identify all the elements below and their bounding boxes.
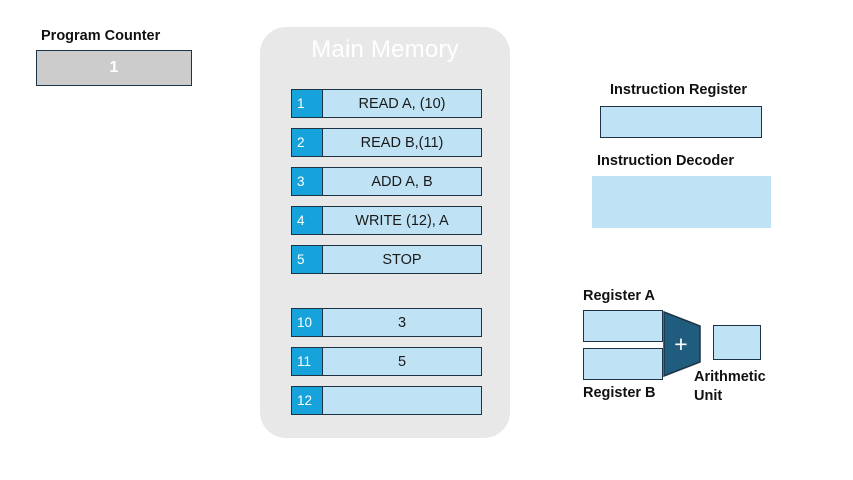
plus-icon: + [674,330,688,357]
memory-address: 10 [292,309,323,336]
memory-address: 4 [292,207,323,234]
memory-content: READ B,(11) [360,134,444,151]
register-b-box[interactable] [583,348,663,380]
memory-content: 5 [397,353,407,370]
memory-row[interactable]: 1 READ A, (10) [291,89,482,118]
memory-content [323,387,481,414]
program-counter-label: Program Counter [41,28,161,44]
program-counter-box[interactable]: 1 [36,50,192,86]
memory-content: READ A, (10) [358,95,446,112]
memory-address: 3 [292,168,323,195]
memory-content: STOP [382,251,422,268]
arithmetic-unit-shape [663,311,701,377]
arithmetic-unit-result-box[interactable] [713,325,761,360]
memory-address: 2 [292,129,323,156]
memory-address: 5 [292,246,323,273]
instruction-decoder-label: Instruction Decoder [597,153,734,169]
memory-row[interactable]: 2 READ B,(11) [291,128,482,157]
register-a-label: Register A [583,288,655,304]
arithmetic-unit-label: Arithmetic Unit [694,369,766,404]
memory-content: ADD A, B [371,173,433,190]
memory-row[interactable]: 11 5 [291,347,482,376]
memory-row[interactable]: 5 STOP [291,245,482,274]
register-b-label: Register B [583,385,656,401]
memory-row[interactable]: 12 [291,386,482,415]
memory-address: 1 [292,90,323,117]
register-a-box[interactable] [583,310,663,342]
main-memory-title: Main Memory [311,36,459,63]
instruction-register-label: Instruction Register [610,82,747,98]
memory-address: 12 [292,387,323,414]
memory-row[interactable]: 10 3 [291,308,482,337]
memory-row[interactable]: 3 ADD A, B [291,167,482,196]
memory-content: 3 [397,314,407,331]
program-counter-value: 1 [109,59,119,76]
memory-row[interactable]: 4 WRITE (12), A [291,206,482,235]
memory-content: WRITE (12), A [355,212,449,229]
instruction-register-box[interactable] [600,106,762,138]
memory-address: 11 [292,348,323,375]
instruction-decoder-box[interactable] [592,176,771,228]
